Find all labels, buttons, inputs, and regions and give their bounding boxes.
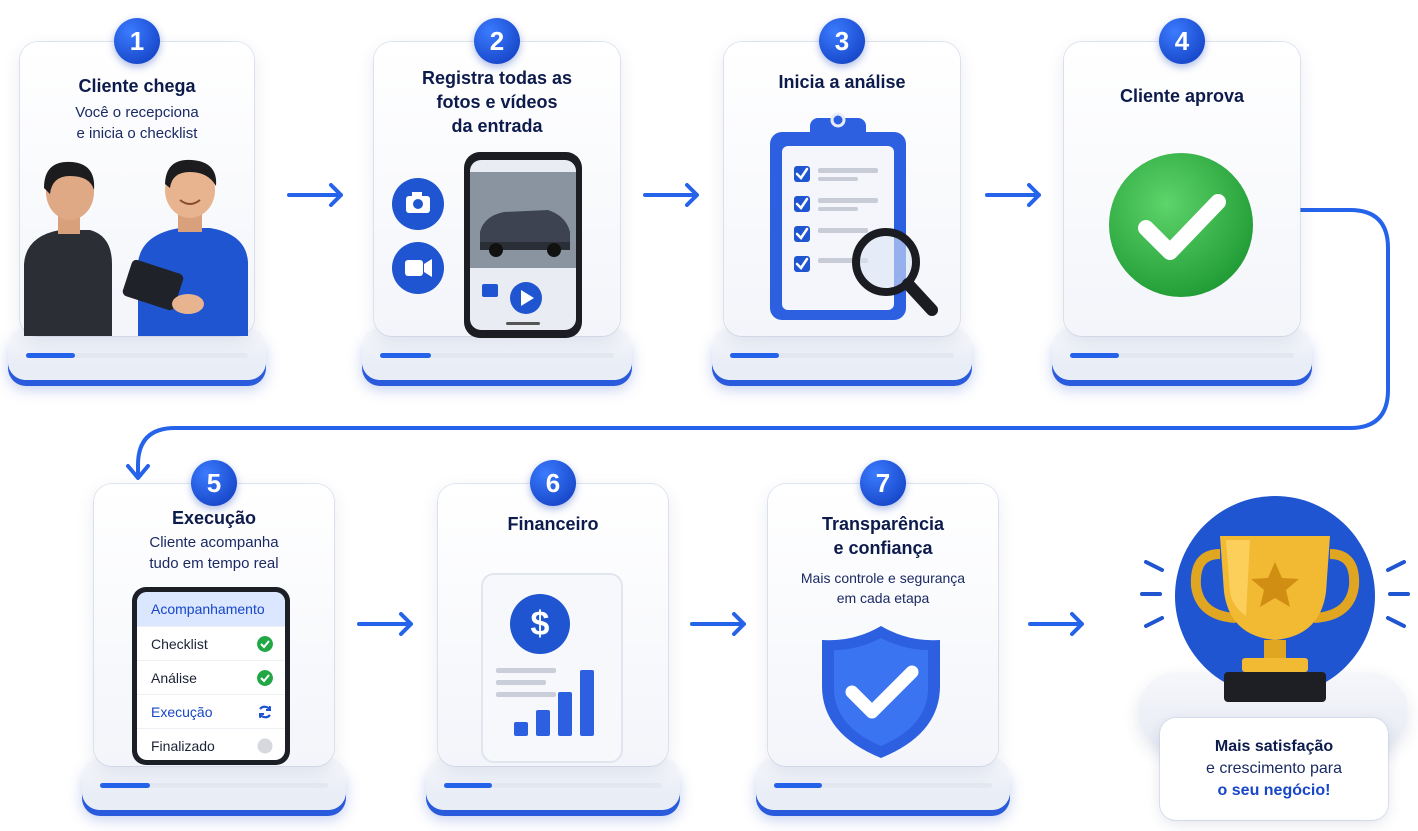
arrow-right-icon <box>643 183 699 207</box>
phone-camera-icon <box>392 152 582 338</box>
status-list-phone: Acompanhamento Checklist Análise Execuçã… <box>132 587 290 765</box>
step-subtitle-line: Você o recepciona <box>75 104 199 121</box>
step-title-line: fotos e vídeos <box>436 92 558 112</box>
check-circle-icon <box>1109 153 1253 297</box>
step-subtitle-line: e inicia o checklist <box>76 125 198 142</box>
final-line: Mais satisfação <box>1214 738 1334 755</box>
final-line: e crescimento para <box>1205 760 1343 777</box>
step-number-badge: 5 <box>191 460 237 506</box>
step-number-badge: 4 <box>1159 18 1205 64</box>
arrow-right-icon <box>690 612 746 636</box>
step-number-badge: 7 <box>860 460 906 506</box>
step-number-badge: 3 <box>819 18 865 64</box>
step-number-badge: 1 <box>114 18 160 64</box>
step-title: Financeiro <box>507 514 599 534</box>
people-tablet-icon <box>24 159 248 336</box>
tracking-row: Execução <box>137 694 285 728</box>
step-title: Cliente aprova <box>1119 86 1245 106</box>
tracking-header: Acompanhamento <box>137 592 285 626</box>
trophy-icon <box>1140 496 1410 702</box>
step-7-card: 7 Transparência e confiança Mais control… <box>756 460 1010 810</box>
tracking-row: Checklist <box>137 626 285 660</box>
step-subtitle-line: Cliente acompanha <box>149 534 279 551</box>
check-done-icon <box>257 669 273 686</box>
step-number-badge: 2 <box>474 18 520 64</box>
step-6-card: $ 6 Financeiro <box>426 460 680 810</box>
arrow-right-icon <box>357 612 413 636</box>
dollar-chart-icon: $ <box>481 573 623 763</box>
tracking-row: Finalizado <box>137 728 285 760</box>
step-title-line: da entrada <box>451 116 543 136</box>
shield-check-icon <box>822 626 940 758</box>
svg-text:$: $ <box>531 605 550 643</box>
check-done-icon <box>257 635 273 652</box>
step-title: Execução <box>171 508 257 528</box>
arrow-right-icon <box>1028 612 1084 636</box>
final-message-card: Mais satisfação e crescimento para o seu… <box>1160 718 1388 820</box>
clipboard-magnifier-icon <box>770 112 938 320</box>
sync-in-progress-icon <box>259 705 271 718</box>
step-1-card: 1 Cliente chega Você o recepciona e inic… <box>8 18 266 380</box>
step-subtitle-line: tudo em tempo real <box>149 555 279 572</box>
step-subtitle-line: em cada etapa <box>836 590 930 606</box>
step-3-card: 3 Inicia a análise <box>712 18 972 380</box>
step-2-card: 2 Registra todas as fotos e vídeos da en… <box>362 18 632 380</box>
step-number-badge: 6 <box>530 460 576 506</box>
step-title: Cliente chega <box>78 76 196 96</box>
arrow-right-icon <box>287 183 343 207</box>
step-title-line: Transparência <box>821 514 945 534</box>
arrow-right-icon <box>985 183 1041 207</box>
step-4-card: 4 Cliente aprova <box>1052 18 1312 380</box>
step-title-line: e confiança <box>833 538 933 558</box>
step-subtitle-line: Mais controle e segurança <box>800 570 966 586</box>
step-5-card: Acompanhamento Checklist Análise Execuçã… <box>82 460 346 810</box>
tracking-row: Análise <box>137 660 285 694</box>
step-title: Inicia a análise <box>778 72 906 92</box>
final-line-highlight: o seu negócio! <box>1217 782 1331 799</box>
step-title-line: Registra todas as <box>421 68 573 88</box>
pending-circle-icon <box>257 738 273 753</box>
